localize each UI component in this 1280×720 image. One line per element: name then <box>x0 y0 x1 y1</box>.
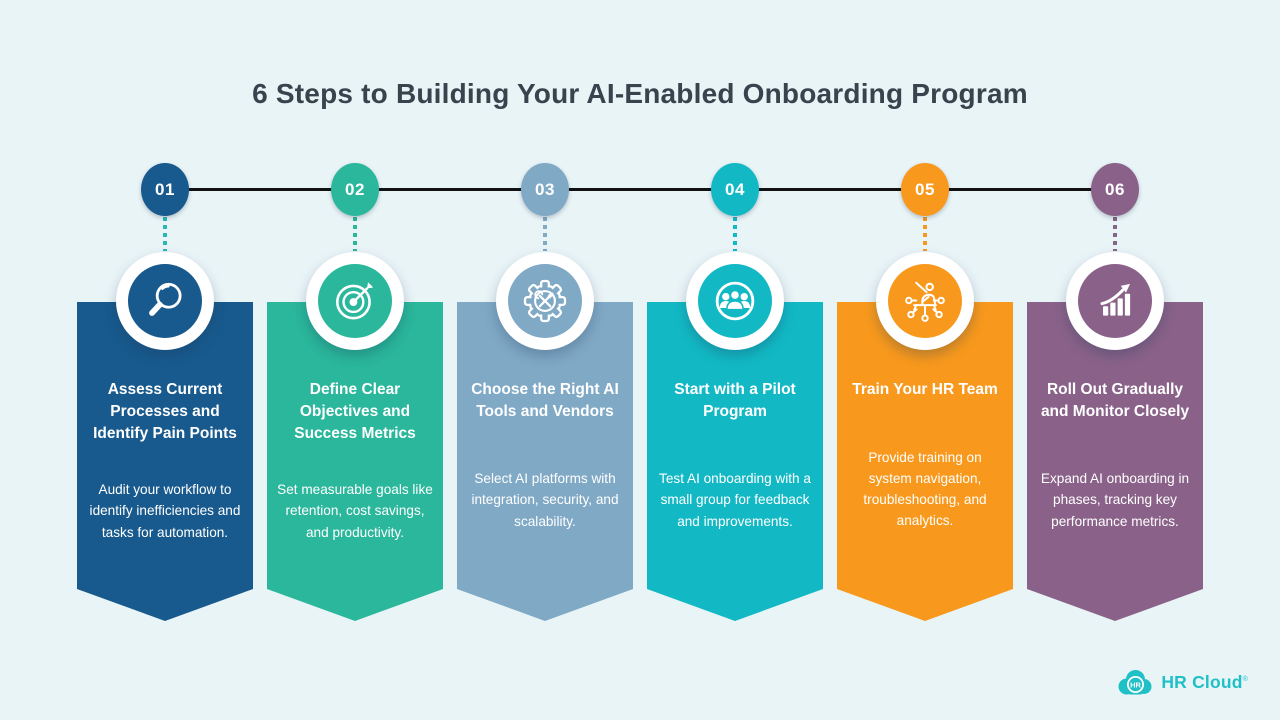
step-6-title: Roll Out Gradually and Monitor Closely <box>1040 381 1190 420</box>
step-2-number-badge: 02 <box>331 163 379 216</box>
step-3-dotted-connector <box>543 217 547 251</box>
step-5-dotted-connector <box>923 217 927 251</box>
trainer-icon <box>888 264 962 338</box>
step-3-card: Choose the Right AI Tools and Vendors Se… <box>457 302 633 621</box>
hr-cloud-logo: HR HR Cloud® <box>1116 668 1248 697</box>
step-3: Choose the Right AI Tools and Vendors Se… <box>450 163 640 623</box>
step-6-icon-circle <box>1066 252 1164 350</box>
step-3-icon-circle <box>496 252 594 350</box>
brand-wordmark: HR Cloud® <box>1161 672 1248 693</box>
registered-mark: ® <box>1242 676 1248 684</box>
step-5: Train Your HR Team Provide training on s… <box>830 163 1020 623</box>
step-2-icon-circle <box>306 252 404 350</box>
step-2-title: Define Clear Objectives and Success Metr… <box>294 381 416 442</box>
step-5-card: Train Your HR Team Provide training on s… <box>837 302 1013 621</box>
step-4-description: Test AI onboarding with a small group fo… <box>659 471 811 529</box>
step-5-description: Provide training on system navigation, t… <box>863 449 987 529</box>
target-icon <box>318 264 392 338</box>
team-icon <box>698 264 772 338</box>
step-4-number-badge: 04 <box>711 163 759 216</box>
timeline-track <box>165 188 1115 191</box>
step-2: Define Clear Objectives and Success Metr… <box>260 163 450 623</box>
brand-name-text: HR Cloud <box>1161 672 1243 692</box>
step-1-description: Audit your workflow to identify ineffici… <box>89 482 241 540</box>
step-5-number-badge: 05 <box>901 163 949 216</box>
step-3-title: Choose the Right AI Tools and Vendors <box>471 381 619 420</box>
step-6-number-badge: 06 <box>1091 163 1139 216</box>
step-3-description: Select AI platforms with integration, se… <box>471 471 619 529</box>
hr-badge-text: HR <box>1130 680 1141 689</box>
step-4: Start with a Pilot Program Test AI onboa… <box>640 163 830 623</box>
timeline: Assess Current Processes and Identify Pa… <box>70 163 1210 623</box>
step-2-dotted-connector <box>353 217 357 251</box>
step-2-card: Define Clear Objectives and Success Metr… <box>267 302 443 621</box>
step-4-dotted-connector <box>733 217 737 251</box>
step-2-description: Set measurable goals like retention, cos… <box>277 482 433 540</box>
step-5-icon-circle <box>876 252 974 350</box>
page-title: 6 Steps to Building Your AI-Enabled Onbo… <box>252 78 1028 109</box>
step-1-icon-circle <box>116 252 214 350</box>
step-6-card: Roll Out Gradually and Monitor Closely E… <box>1027 302 1203 621</box>
step-1-card: Assess Current Processes and Identify Pa… <box>77 302 253 621</box>
step-1-dotted-connector <box>163 217 167 251</box>
step-5-title: Train Your HR Team <box>852 381 998 398</box>
step-4-icon-circle <box>686 252 784 350</box>
step-1-number-badge: 01 <box>141 163 189 216</box>
step-4-card: Start with a Pilot Program Test AI onboa… <box>647 302 823 621</box>
step-1-title: Assess Current Processes and Identify Pa… <box>93 381 237 442</box>
magnifier-icon <box>128 264 202 338</box>
growth-chart-icon <box>1078 264 1152 338</box>
step-6: Roll Out Gradually and Monitor Closely E… <box>1020 163 1210 623</box>
step-3-number-badge: 03 <box>521 163 569 216</box>
step-6-dotted-connector <box>1113 217 1117 251</box>
step-6-description: Expand AI onboarding in phases, tracking… <box>1040 471 1190 529</box>
step-1: Assess Current Processes and Identify Pa… <box>70 163 260 623</box>
step-4-title: Start with a Pilot Program <box>674 381 796 420</box>
gear-tools-icon <box>508 264 582 338</box>
hr-cloud-icon: HR <box>1118 670 1152 695</box>
